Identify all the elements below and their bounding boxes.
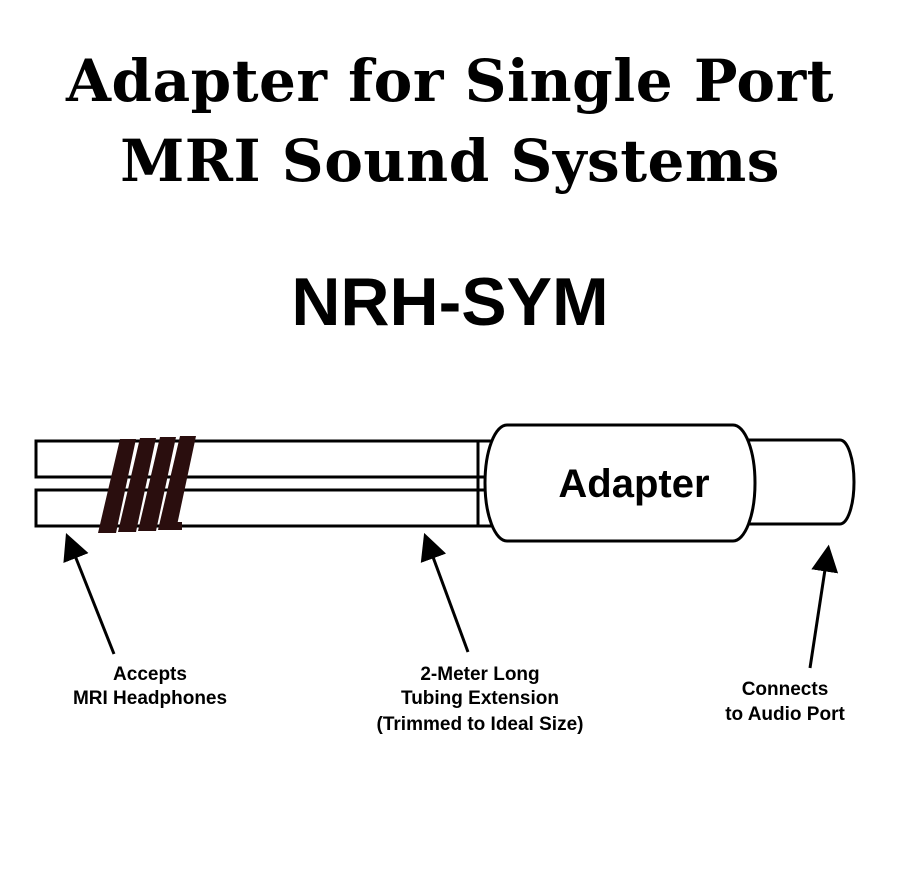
adapter-body: Adapter xyxy=(483,423,856,543)
callout-tubing: 2-Meter Long Tubing Extension (Trimmed t… xyxy=(377,664,584,735)
callout-port: Connects to Audio Port xyxy=(725,679,845,725)
adapter-housing xyxy=(483,423,757,543)
arrow-tubing xyxy=(420,532,470,653)
callout-headphones-line-2: MRI Headphones xyxy=(73,688,227,709)
title-line-1: Adapter for Single Port xyxy=(66,47,834,115)
callout-port-line-1: Connects xyxy=(742,679,829,700)
callout-tubing-line-3: (Trimmed to Ideal Size) xyxy=(377,714,584,735)
tape-band xyxy=(138,437,176,531)
adapter-label: Adapter xyxy=(558,462,709,506)
arrow-port xyxy=(808,544,839,669)
tape-band xyxy=(118,438,156,532)
callout-tubing-line-1: 2-Meter Long xyxy=(420,664,539,685)
model-number: NRH-SYM xyxy=(291,264,609,340)
tape-band xyxy=(98,439,136,533)
tape-band xyxy=(158,436,196,530)
callout-headphones-line-1: Accepts xyxy=(113,664,187,685)
tape-wraps xyxy=(98,436,196,533)
audio-port-connector xyxy=(738,438,856,526)
callout-headphones: Accepts MRI Headphones xyxy=(73,664,227,709)
callout-port-line-2: to Audio Port xyxy=(725,704,845,725)
tube-upper xyxy=(34,439,498,479)
tape-tail xyxy=(164,522,182,530)
title-line-2: MRI Sound Systems xyxy=(120,127,780,195)
callout-tubing-line-2: Tubing Extension xyxy=(401,688,559,709)
callout-arrows xyxy=(63,532,839,669)
arrow-headphones xyxy=(63,532,116,655)
